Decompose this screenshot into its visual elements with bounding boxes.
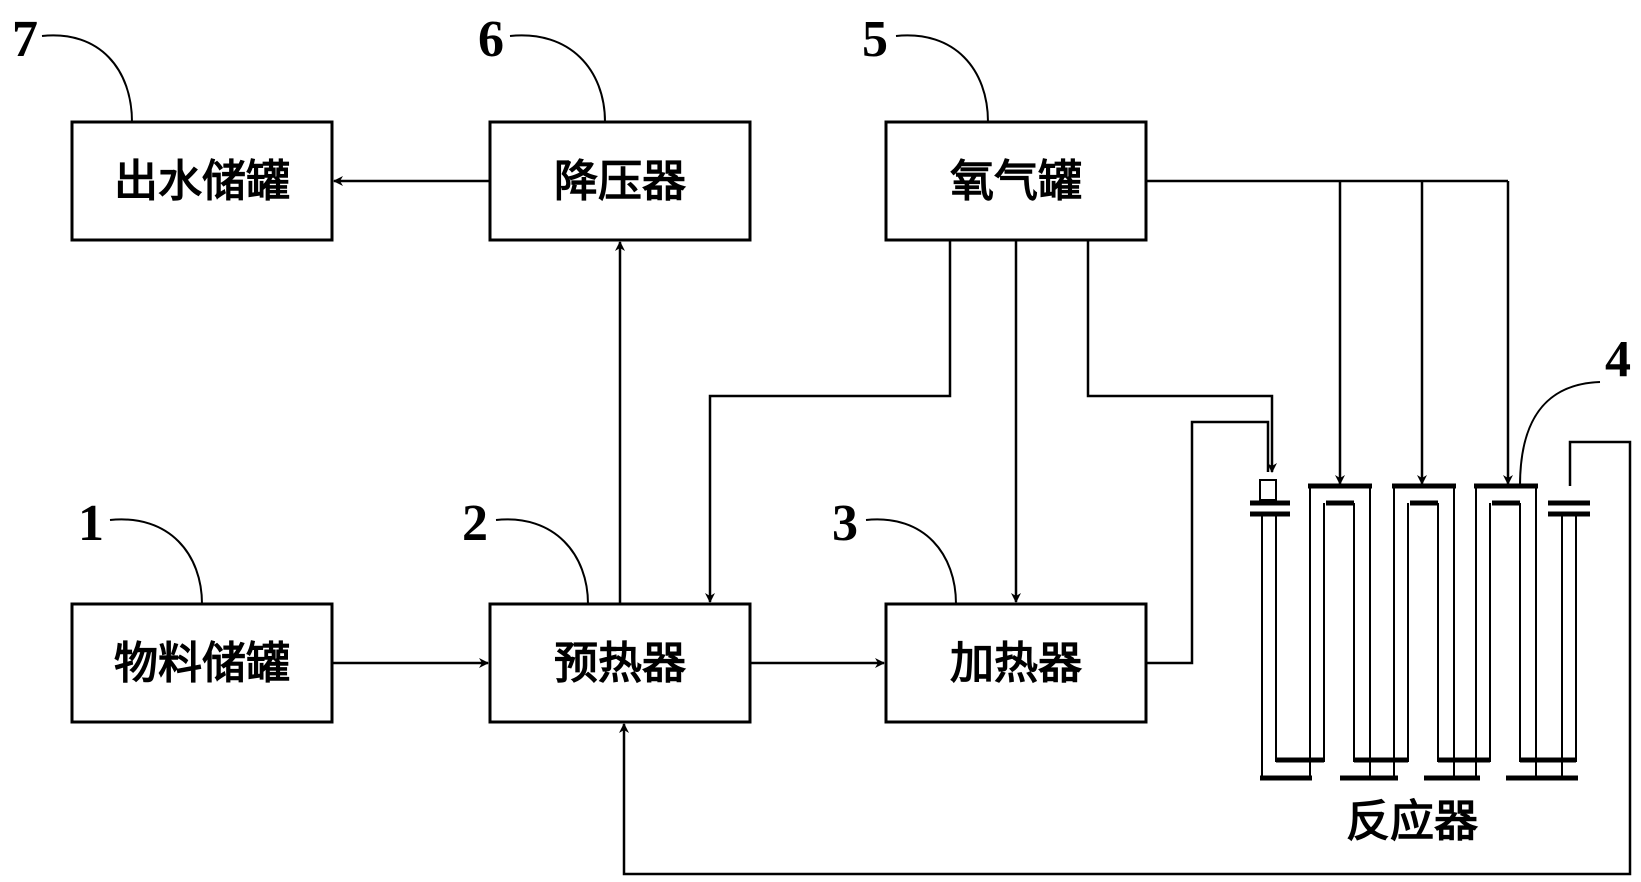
heater-box: [884, 602, 1148, 724]
callout-5-number: 5: [862, 11, 888, 68]
preheater-label: 预热器: [554, 638, 687, 689]
oxygen-tank-node: 氧气罐: [884, 120, 1148, 242]
arrow-oxygen-to-preheater: [705, 240, 952, 603]
preheater-node: 预热器: [488, 602, 752, 724]
callout-4-number: 4: [1605, 331, 1631, 388]
callout-7-number: 7: [12, 11, 38, 68]
water-tank-node: 出水储罐: [70, 120, 334, 242]
depressurizer-node: 降压器: [488, 120, 752, 242]
callout-1-leader: [109, 518, 203, 605]
heater-label: 加热器: [950, 638, 1083, 689]
callout-2-number: 2: [462, 495, 488, 552]
reactor-assembly: 反应器: [1250, 479, 1590, 847]
material-tank-node: 物料储罐: [70, 602, 334, 724]
reactor-inlet-nozzle: [1259, 479, 1277, 501]
callout-3-leader: [865, 518, 957, 605]
reactor-tube-walls: [1261, 488, 1577, 776]
callout-5-leader: [895, 34, 989, 123]
callout-3: 3: [832, 495, 957, 605]
depressurizer-label: 降压器: [554, 156, 687, 207]
line-heater-to-reactor: [1146, 420, 1270, 665]
flow-lines: [332, 176, 1632, 876]
callout-2: 2: [462, 495, 589, 605]
callout-4: 4: [1519, 331, 1631, 487]
water-tank-box: [70, 120, 334, 242]
depressurizer-box: [488, 120, 752, 242]
oxygen-tank-label: 氧气罐: [950, 156, 1082, 207]
material-tank-label: 物料储罐: [114, 638, 290, 689]
callout-1-number: 1: [78, 495, 104, 552]
callout-5: 5: [862, 11, 989, 123]
callout-6-leader: [509, 34, 606, 123]
arrow-reactor-return-to-preheater: [619, 440, 1632, 876]
heater-node: 加热器: [884, 602, 1148, 724]
callout-7-leader: [41, 34, 133, 123]
reactor-label: 反应器: [1346, 796, 1479, 847]
callout-2-leader: [495, 518, 589, 605]
callout-7: 7: [12, 11, 133, 123]
oxygen-tank-box: [884, 120, 1148, 242]
callout-1: 1: [78, 495, 203, 605]
water-tank-label: 出水储罐: [114, 156, 290, 207]
callout-6: 6: [478, 11, 606, 123]
callout-6-number: 6: [478, 11, 504, 68]
callout-4-leader: [1519, 381, 1601, 487]
arrow-oxygen-to-reactor-1: [1086, 240, 1277, 473]
preheater-box: [488, 602, 752, 724]
callout-3-number: 3: [832, 495, 858, 552]
